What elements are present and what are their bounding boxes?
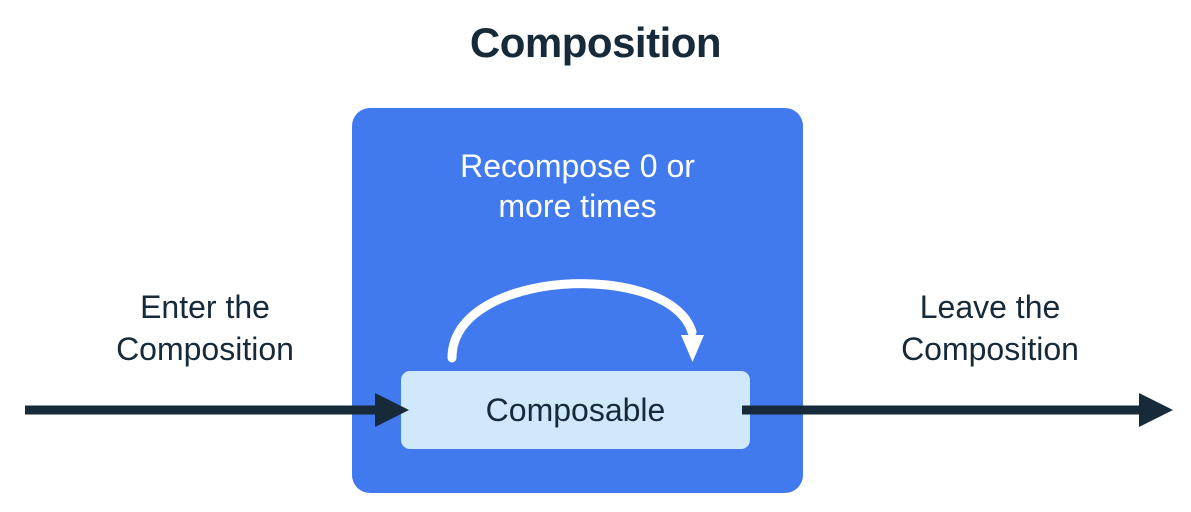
recompose-caption: Recompose 0 or more times bbox=[460, 148, 695, 224]
enter-composition-caption: Enter the Composition bbox=[116, 289, 294, 367]
recompose-loop-arrow bbox=[430, 240, 730, 370]
arrow-right-icon bbox=[25, 393, 409, 427]
recompose-loop-icon bbox=[447, 279, 704, 363]
composable-node: Composable bbox=[401, 371, 750, 449]
enter-composition-arrow bbox=[20, 389, 410, 431]
leave-composition-arrow bbox=[742, 389, 1174, 431]
page-title: Composition bbox=[469, 19, 722, 66]
arrow-right-icon bbox=[742, 393, 1173, 427]
composable-label: Composable bbox=[485, 392, 666, 428]
leave-composition-caption: Leave the Composition bbox=[901, 289, 1079, 367]
